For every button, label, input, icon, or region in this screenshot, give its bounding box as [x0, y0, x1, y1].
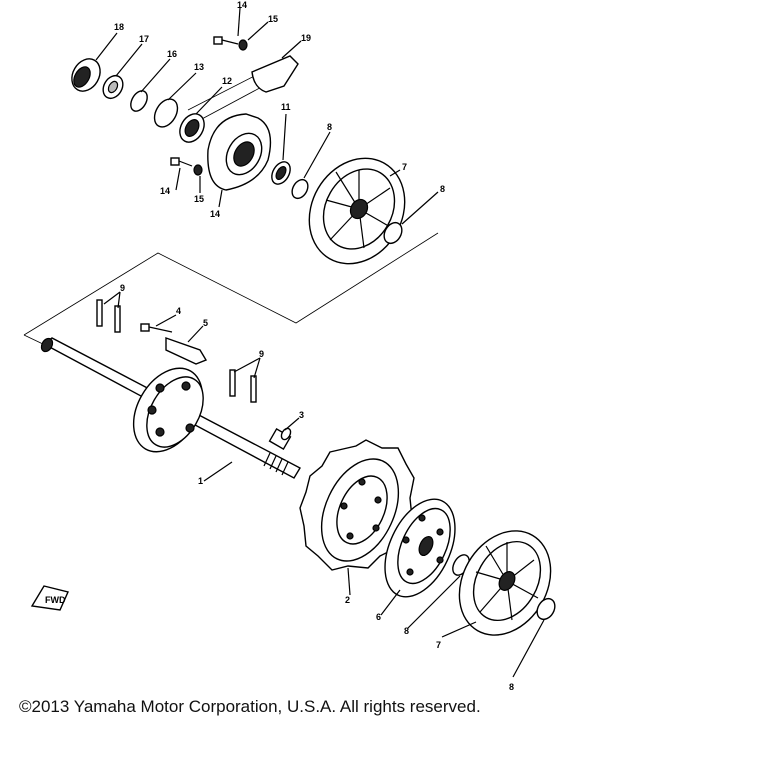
fwd-label: FWD — [45, 595, 66, 605]
upper-bearing-housing-assembly — [71, 36, 406, 265]
bolt-part-4 — [140, 323, 173, 333]
nut-part-17 — [102, 74, 124, 100]
fwd-direction-symbol: FWD — [30, 585, 69, 611]
callout-4: 4 — [176, 306, 181, 316]
leader-lines — [95, 7, 545, 678]
idler-wheel-part-7-lower — [458, 530, 552, 636]
bracket-part-19 — [251, 55, 299, 93]
callout-9-lower: 9 — [259, 349, 264, 359]
callout-15-lower: 15 — [194, 194, 204, 204]
callout-19: 19 — [301, 33, 311, 43]
collar-part-3 — [268, 427, 292, 451]
callout-14-lower: 14 — [160, 186, 170, 196]
callout-8-upper: 8 — [327, 122, 332, 132]
callout-12: 13 — [194, 62, 204, 72]
callout-10: 11 — [281, 102, 291, 112]
callout-16: 16 — [167, 49, 177, 59]
drive-flange — [132, 367, 204, 453]
bolt-part-14-lower — [170, 157, 193, 167]
bolt-part-14-top — [213, 36, 239, 45]
callout-6: 6 — [376, 612, 381, 622]
callout-7-lower: 7 — [436, 640, 441, 650]
spacer-part-8-upper — [291, 178, 309, 200]
callout-13: 14 — [210, 209, 220, 219]
washer-part-16 — [130, 90, 148, 112]
spacer-part-8-outer-lower — [536, 597, 556, 621]
callout-labels: 18 17 16 13 12 14 15 19 11 8 7 8 14 15 1… — [114, 0, 514, 692]
callout-11: 12 — [222, 76, 232, 86]
callout-7-upper: 7 — [402, 162, 407, 172]
callout-3: 3 — [299, 410, 304, 420]
lower-drive-shaft-assembly — [40, 299, 556, 636]
drive-wheel-part-6 — [384, 498, 456, 598]
washer-part-15-lower — [193, 164, 203, 176]
callout-8-outer: 8 — [440, 184, 445, 194]
callout-1: 1 — [198, 476, 203, 486]
clamp-part-5 — [165, 337, 208, 365]
callout-18: 18 — [114, 22, 124, 32]
idler-wheel-part-7-upper — [308, 157, 406, 265]
callout-17: 17 — [139, 34, 149, 44]
bearing-part-11 — [179, 113, 205, 143]
washer-part-15-top — [238, 39, 248, 51]
roll-pins-part-9-upper — [96, 299, 121, 333]
callout-8-lower: 8 — [404, 626, 409, 636]
bearing-housing-part-13 — [207, 113, 272, 191]
callout-9-upper: 9 — [120, 283, 125, 293]
cap-part-18 — [71, 58, 101, 92]
seal-part-10 — [271, 161, 291, 185]
drive-sprocket-part-2 — [299, 439, 415, 571]
callout-8-bottom: 8 — [509, 682, 514, 692]
callout-2: 2 — [345, 595, 350, 605]
copyright-notice: ©2013 Yamaha Motor Corporation, U.S.A. A… — [19, 697, 481, 716]
roll-pins-part-9-lower — [229, 369, 257, 403]
callout-5: 5 — [203, 318, 208, 328]
callout-14-top: 14 — [237, 0, 247, 10]
callout-15-top: 15 — [268, 14, 278, 24]
spacer-part-8-outer — [383, 221, 403, 245]
circlip-part-12 — [153, 98, 179, 128]
